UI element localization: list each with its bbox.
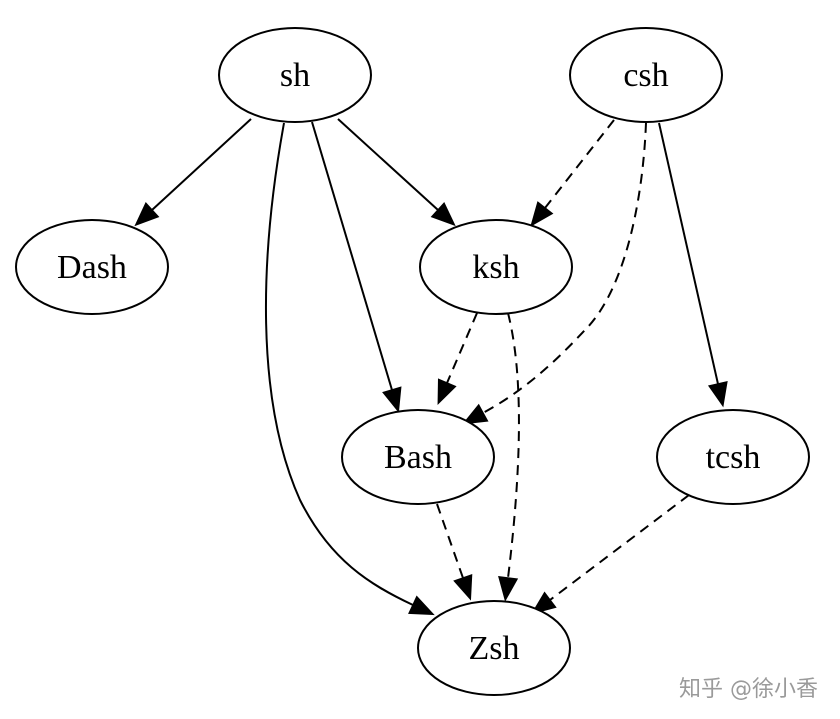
arrowhead-csh-bash: [461, 403, 489, 425]
node-sh-shape: [218, 27, 372, 123]
node-ksh: ksh: [419, 219, 573, 315]
edge-tcsh-zsh: [549, 494, 690, 601]
node-ksh-shape: [419, 219, 573, 315]
node-dash: Dash: [15, 219, 169, 315]
edge-bash-zsh: [436, 503, 464, 579]
node-bash-shape: [341, 409, 495, 505]
arrowhead-ksh-bash: [437, 378, 457, 406]
edge-sh-dash: [151, 118, 252, 211]
arrowhead-sh-bash: [382, 386, 402, 413]
arrowhead-sh-zsh: [408, 595, 435, 616]
edge-csh-tcsh: [658, 122, 719, 385]
node-bash: Bash: [341, 409, 495, 505]
edge-csh-bash: [482, 122, 647, 414]
node-csh-shape: [569, 27, 723, 123]
node-zsh: Zsh: [417, 600, 571, 696]
arrowhead-csh-ksh: [530, 201, 554, 227]
edge-ksh-bash: [446, 312, 478, 384]
node-sh: sh: [218, 27, 372, 123]
edges-layer: [134, 118, 728, 616]
node-dash-shape: [15, 219, 169, 315]
arrowhead-tcsh-zsh: [530, 591, 557, 615]
node-tcsh: tcsh: [656, 409, 810, 505]
node-bash-label: Bash: [384, 439, 452, 476]
edge-csh-ksh: [544, 119, 615, 209]
arrowhead-bash-zsh: [453, 573, 473, 601]
node-dash-label: Dash: [57, 249, 127, 286]
arrowhead-sh-dash: [134, 202, 160, 227]
node-csh-label: csh: [623, 57, 668, 94]
edge-ksh-zsh: [507, 312, 520, 579]
edge-sh-bash: [311, 121, 393, 391]
zhihu-watermark: 知乎 @徐小香: [679, 677, 818, 702]
node-tcsh-shape: [656, 409, 810, 505]
arrowhead-ksh-zsh: [498, 576, 519, 602]
arrowhead-sh-ksh: [430, 202, 456, 227]
edge-sh-ksh: [337, 118, 439, 211]
node-ksh-label: ksh: [472, 249, 519, 286]
arrowhead-csh-tcsh: [707, 381, 728, 408]
edge-sh-zsh: [264, 122, 414, 606]
node-zsh-shape: [417, 600, 571, 696]
node-tcsh-label: tcsh: [706, 439, 761, 476]
node-zsh-label: Zsh: [469, 630, 520, 667]
node-csh: csh: [569, 27, 723, 123]
node-sh-label: sh: [280, 57, 310, 94]
